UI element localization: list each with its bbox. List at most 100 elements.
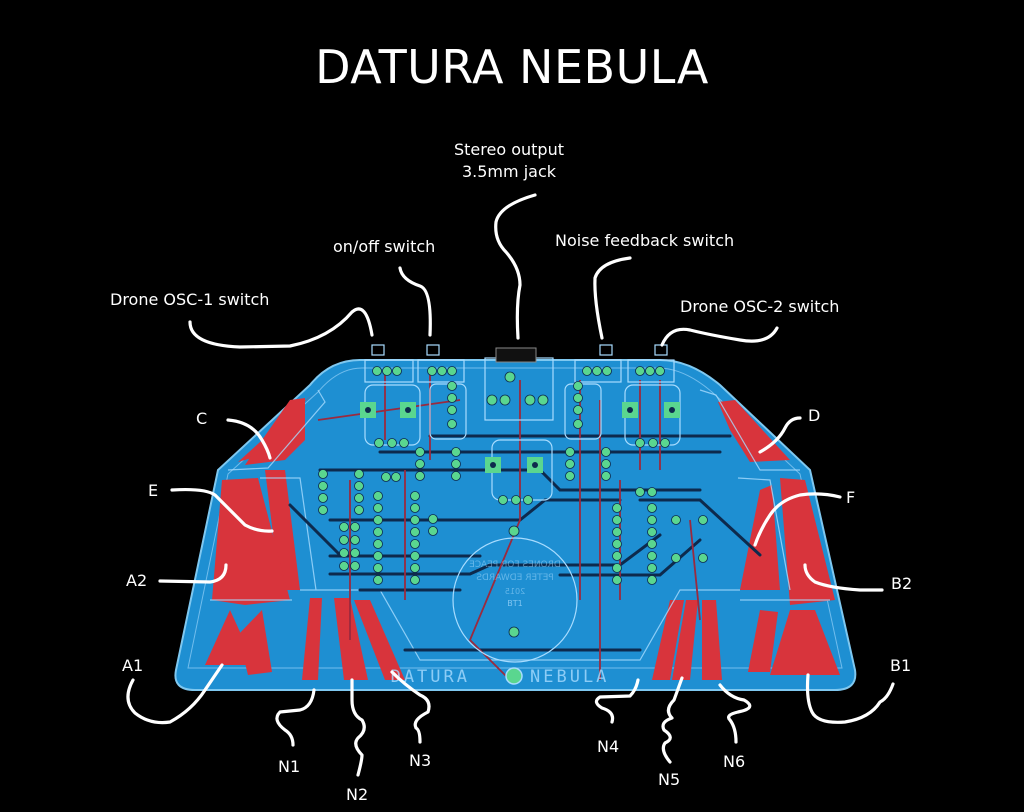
label-stereo-line1: Stereo output [454, 140, 564, 159]
ic-pin [647, 563, 657, 573]
pad-a1-right [238, 610, 272, 675]
jack-pin [537, 394, 549, 406]
label-drone-osc1: Drone OSC-1 switch [110, 290, 270, 309]
pad-hole [405, 407, 411, 413]
ic-pin [410, 539, 420, 549]
switch-pin [437, 366, 447, 376]
cap-pin [647, 487, 657, 497]
pointer-f [753, 492, 842, 547]
resistor-pin [601, 447, 611, 457]
pointer-b1 [805, 673, 895, 724]
pot-pin [498, 495, 508, 505]
pad-n4 [652, 600, 684, 680]
cap-pin [635, 487, 645, 497]
silk-logo-left: DATURA [391, 667, 470, 687]
pointer-stereo [494, 193, 537, 340]
switch-pin [427, 366, 437, 376]
pad-b1-left [748, 610, 778, 672]
silk-battery: BT1 [507, 599, 522, 608]
cap-pin [350, 561, 360, 571]
cap-pin [428, 526, 438, 536]
pad-n3 [354, 600, 405, 680]
pad-hole [365, 407, 371, 413]
ic-pin [373, 503, 383, 513]
pad-f [740, 485, 780, 590]
jack-pin [524, 394, 536, 406]
pointer-n4 [594, 678, 640, 724]
switch-pin [655, 366, 665, 376]
battery-pin [508, 626, 520, 638]
cap-pin [447, 419, 457, 429]
pointer-n3 [390, 670, 431, 744]
ic-pin [410, 527, 420, 537]
pad-n6 [702, 600, 722, 680]
label-a2: A2 [126, 571, 148, 590]
resistor-pin [354, 469, 364, 479]
pad-d [718, 400, 790, 462]
cap-pin [381, 472, 391, 482]
ic-pin [647, 515, 657, 525]
resistor-pin [415, 471, 425, 481]
pointer-c [226, 418, 272, 460]
pad-hole [490, 462, 496, 468]
pointer-e [170, 487, 274, 533]
label-c: C [196, 409, 208, 428]
resistor-pin [318, 481, 328, 491]
resistor-pin [565, 447, 575, 457]
resistor-pin [318, 493, 328, 503]
ic-pin [410, 491, 420, 501]
left-copper-pads [205, 395, 405, 680]
cap-pin [339, 561, 349, 571]
silk-mirrored-line1: DRONES FOR PEACE [469, 560, 561, 570]
switch-pin [392, 366, 402, 376]
label-e: E [148, 481, 159, 500]
switch-pin [447, 366, 457, 376]
ic-pin [373, 563, 383, 573]
resistor-pin [354, 493, 364, 503]
ic-pin [410, 503, 420, 513]
resistor-pin [451, 471, 461, 481]
ic-pin [612, 563, 622, 573]
jack-top [495, 347, 537, 363]
logo-mark [505, 667, 523, 685]
pointer-a2 [158, 563, 228, 584]
page-title: DATURA NEBULA [315, 40, 709, 94]
ic-pin [612, 515, 622, 525]
ic-pin [410, 515, 420, 525]
pad-b1 [770, 610, 840, 675]
label-stereo-line2: 3.5mm jack [461, 162, 556, 181]
cap-pin [573, 381, 583, 391]
label-b1: B1 [890, 656, 912, 675]
pot-pin [523, 495, 533, 505]
resistor-pin [354, 481, 364, 491]
noise-switch-footprint [574, 359, 622, 383]
switch-pin [602, 366, 612, 376]
ic-pin [410, 575, 420, 585]
right-copper-pads [652, 400, 840, 680]
cap-pin [698, 553, 708, 563]
pad-n5 [672, 600, 698, 680]
cap-pin [447, 381, 457, 391]
ic-pin [373, 527, 383, 537]
pad-n1 [302, 598, 322, 680]
label-noise-feedback: Noise feedback switch [555, 231, 735, 250]
ic-pin [373, 491, 383, 501]
resistor-pin [415, 459, 425, 469]
pad-c-body [245, 398, 305, 465]
resistor-pin [354, 505, 364, 515]
label-n5: N5 [658, 770, 681, 789]
resistor-pin [565, 459, 575, 469]
resistor-pin [451, 447, 461, 457]
ic-pin [647, 503, 657, 513]
jack-pin [486, 394, 498, 406]
resistor-pin [451, 459, 461, 469]
pointer-n6 [718, 683, 752, 744]
pointer-b2 [803, 563, 884, 592]
silk-year: 2015 [505, 587, 525, 596]
label-n2: N2 [346, 785, 369, 804]
pot-pin [511, 495, 521, 505]
cap-pin [447, 393, 457, 403]
ic-pin [612, 527, 622, 537]
pointer-n1 [275, 688, 316, 747]
cap-pin [350, 522, 360, 532]
